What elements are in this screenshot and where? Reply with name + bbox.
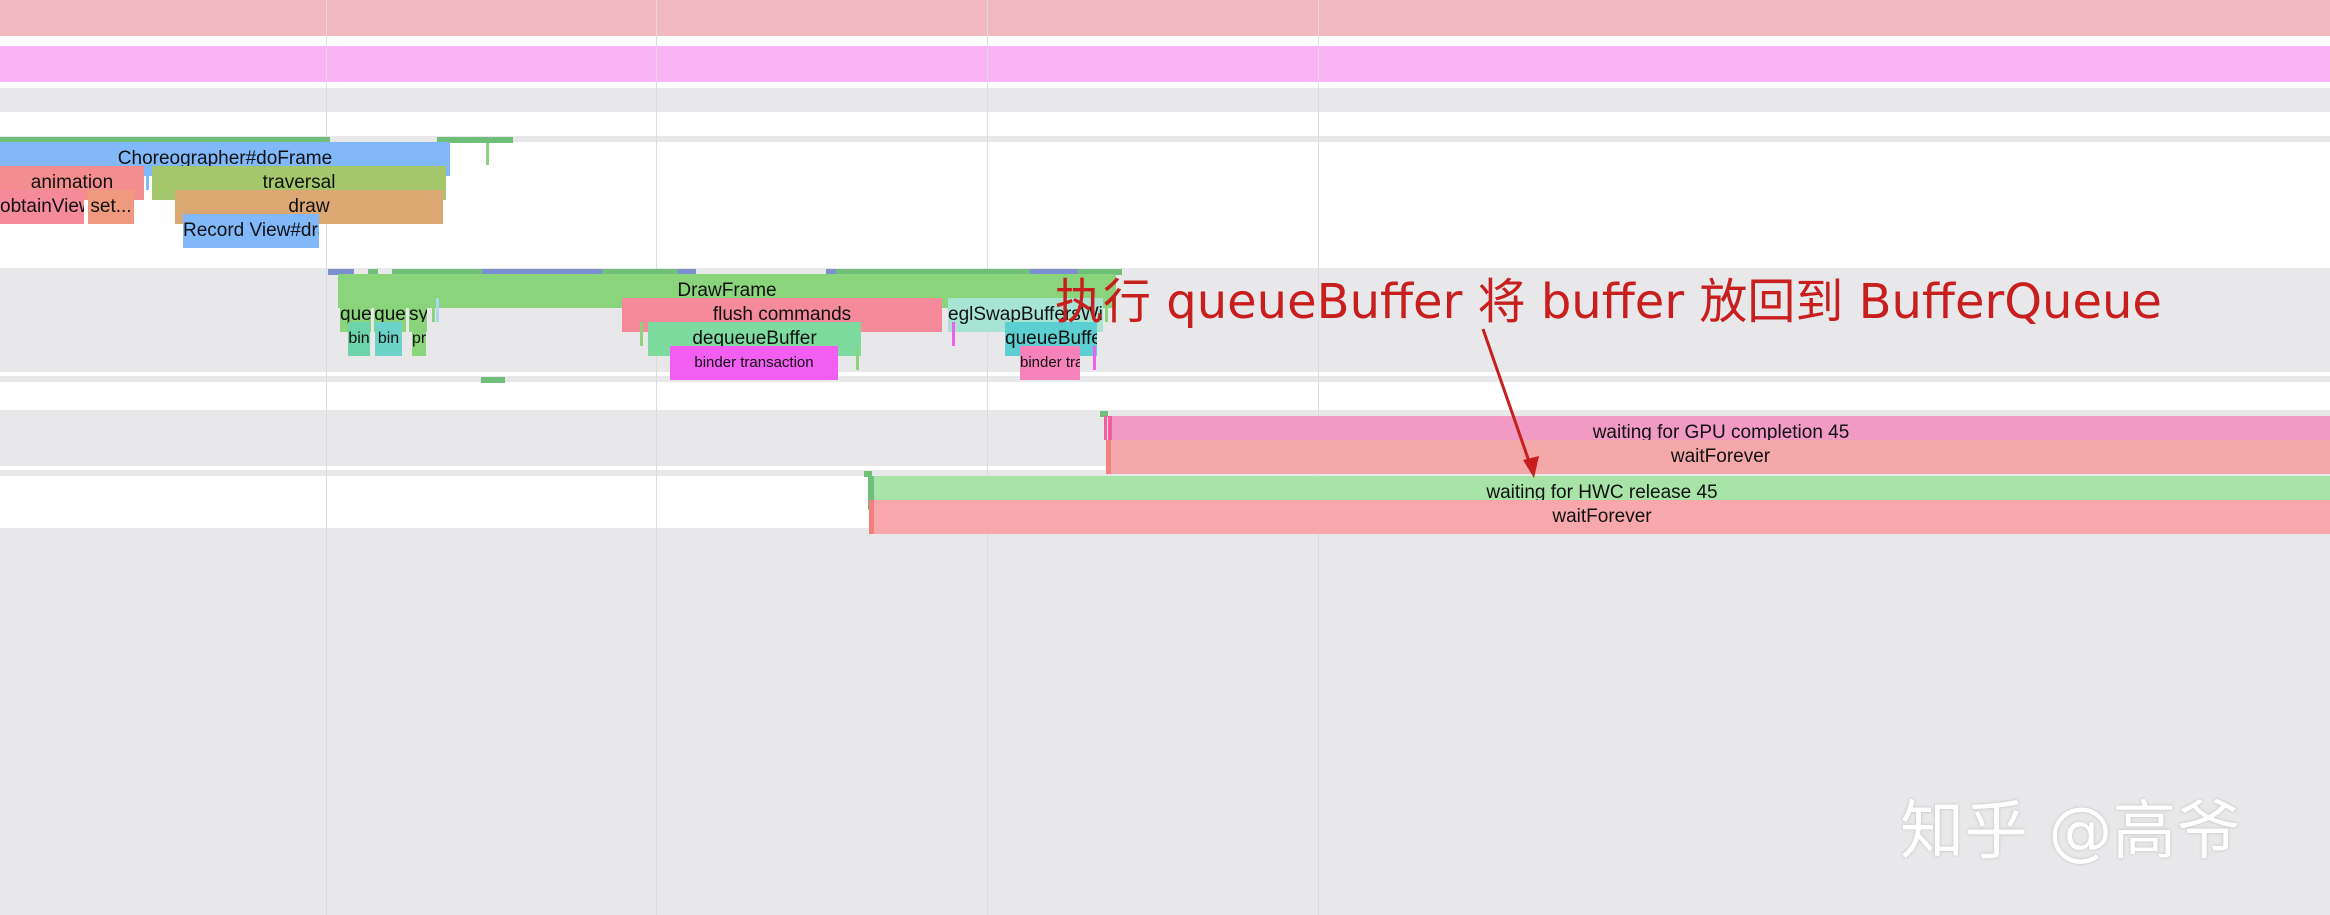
slice-set[interactable]: set... <box>88 190 134 224</box>
thread-state-bar <box>392 269 482 275</box>
slice-marker <box>432 298 435 322</box>
track-band-bottom <box>0 528 2330 915</box>
thread-state-bar <box>368 269 378 275</box>
thread-state-bar <box>0 137 330 143</box>
slice-marker <box>952 322 955 346</box>
slice-marker <box>1105 298 1108 322</box>
thread-state-bar <box>328 269 354 275</box>
thread-state-bar <box>826 269 836 275</box>
thread-state-bar <box>437 137 513 143</box>
thread-state-bar <box>482 269 602 275</box>
annotation-text: 执行 queueBuffer 将 buffer 放回到 BufferQueue <box>1055 274 2162 330</box>
thread-state-bar <box>481 377 505 383</box>
slice-waitforever-hwc[interactable]: waitForever <box>869 500 2330 534</box>
slice-marker <box>1104 416 1107 440</box>
track-band-gray <box>0 88 2330 112</box>
slice-bin-1[interactable]: bin <box>348 322 370 356</box>
slice-marker <box>1093 346 1096 370</box>
slice-waitforever-gpu[interactable]: waitForever <box>1106 440 2330 474</box>
slice-marker <box>436 298 439 322</box>
slice-marker <box>856 346 859 370</box>
slice-marker <box>486 143 489 165</box>
slice-marker <box>146 166 149 190</box>
slice-record-view-draw[interactable]: Record View#draw() <box>183 214 319 248</box>
track-band-magenta <box>0 46 2330 82</box>
track-band-pink <box>0 0 2330 36</box>
slice-binder-transaction[interactable]: binder transaction <box>670 346 838 380</box>
grid-line <box>987 0 988 915</box>
slice-binder-tra[interactable]: binder tra... <box>1020 346 1080 380</box>
thread-state-bar <box>1030 269 1078 275</box>
thread-state-bar <box>678 269 696 275</box>
thread-state-bar <box>864 471 872 477</box>
slice-marker <box>640 322 643 346</box>
slice-obtainview[interactable]: obtainView <box>0 190 84 224</box>
thread-state-bar <box>602 269 678 275</box>
watermark-text: 知乎 @高爷 <box>1900 795 2241 869</box>
annotation-arrow-icon <box>1481 328 1539 478</box>
track-band-thin <box>0 136 2330 142</box>
grid-line <box>326 0 327 915</box>
slice-pr[interactable]: pr <box>412 322 426 356</box>
track-band-thin-2 <box>0 376 2330 382</box>
grid-line <box>656 0 657 915</box>
slice-bin-2[interactable]: bin <box>375 322 402 356</box>
thread-state-bar <box>1100 411 1108 417</box>
thread-state-bar <box>1078 269 1122 275</box>
thread-state-bar <box>836 269 1030 275</box>
